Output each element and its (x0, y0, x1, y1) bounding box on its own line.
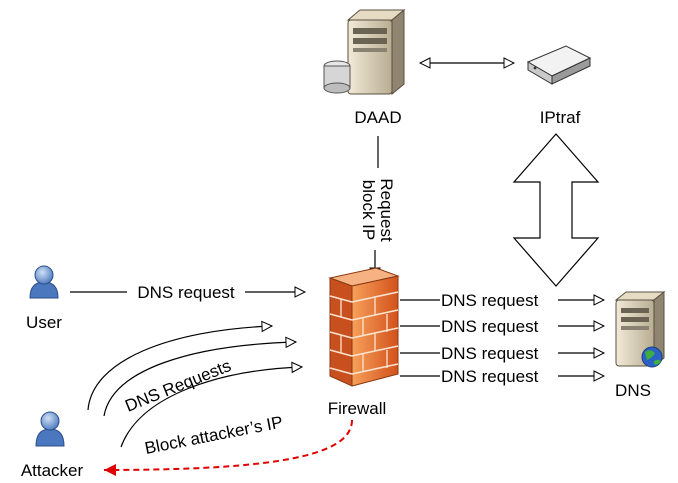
daad-label: DAAD (354, 108, 401, 127)
block-attacker-arrow (103, 419, 353, 476)
firewall-label: Firewall (328, 399, 387, 418)
dns-requests-label: DNS Requests (122, 356, 233, 416)
daad-server-icon (323, 8, 406, 96)
dns-request-label-4: DNS request (441, 367, 539, 386)
attacker-label: Attacker (21, 461, 84, 480)
iptraf-router-icon (526, 45, 592, 85)
iptraf-dns-double-arrow (512, 133, 600, 287)
dns-label: DNS (615, 381, 651, 400)
svg-text:block IP: block IP (359, 180, 378, 240)
dns-request-label-1: DNS request (441, 291, 539, 310)
user-label: User (26, 313, 62, 332)
dns-server-icon (614, 290, 666, 368)
svg-text:Request: Request (377, 178, 396, 242)
attacker-person-icon (35, 411, 65, 447)
user-person-icon (29, 265, 59, 299)
dns-request-label-2: DNS request (441, 317, 539, 336)
firewall-icon (328, 267, 400, 387)
attacker-dns-request-curves (87, 326, 302, 448)
firewall-dns-requests: DNS request DNS request DNS request DNS … (400, 291, 604, 386)
block-attacker-label: Block attacker’s IP (143, 413, 284, 458)
dns-request-label-3: DNS request (441, 344, 539, 363)
user-dns-request-label: DNS request (137, 283, 235, 302)
request-block-ip-label: Request block IP (359, 178, 396, 242)
iptraf-label: IPtraf (540, 108, 581, 127)
